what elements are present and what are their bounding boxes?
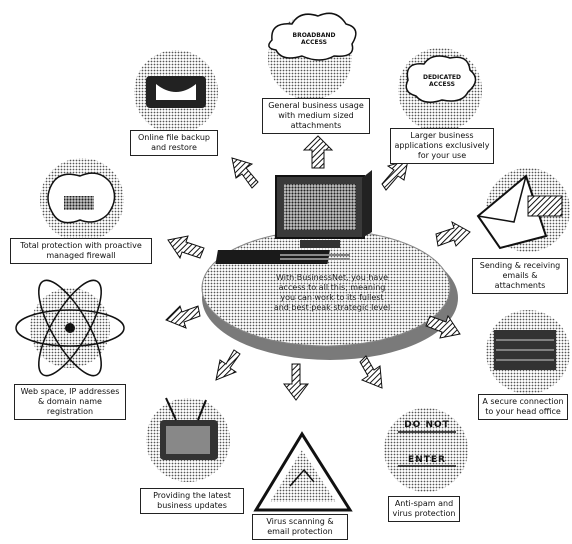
label-backup: Online file backup and restore	[130, 130, 218, 156]
label-broadband: General business usage with medium sized…	[262, 98, 370, 134]
label-webspace: Web space, IP addresses & domain name re…	[14, 384, 126, 420]
do-not-sign-text: DO NOT	[404, 420, 450, 430]
enter-sign-text: ENTER	[408, 455, 446, 465]
node-updates	[146, 397, 230, 482]
node-dedicated	[398, 48, 482, 132]
label-updates: Providing the latest business updates	[140, 488, 244, 514]
node-protect	[40, 158, 124, 242]
arrow-secure	[425, 314, 461, 339]
node-webspace	[15, 279, 125, 377]
arrow-protect	[167, 235, 205, 260]
label-protect: Total protection with proactive managed …	[10, 238, 152, 264]
arrow-webspace	[165, 305, 201, 329]
node-backup	[134, 50, 218, 134]
node-broadband	[268, 12, 357, 100]
label-secure: A secure connection to your head office	[478, 394, 568, 420]
node-secure	[486, 310, 570, 394]
node-email	[476, 168, 570, 252]
label-virus: Virus scanning & email protection	[252, 514, 348, 540]
arrows	[165, 135, 471, 401]
dedicated-bubble-text: DEDICATED ACCESS	[422, 74, 462, 88]
broadband-bubble-text: BROADBAND ACCESS	[292, 32, 336, 46]
computer-icon	[215, 170, 372, 264]
center-caption: With BusinessNet, you have access to all…	[273, 273, 391, 312]
node-nospam	[384, 408, 468, 492]
node-virus	[253, 431, 353, 512]
arrow-email	[435, 220, 471, 247]
label-email: Sending & receiving emails & attachments	[472, 258, 568, 294]
arrow-updates	[215, 349, 241, 381]
arrow-nospam	[359, 355, 383, 389]
label-nospam: Anti-spam and virus protection	[388, 496, 460, 522]
label-dedicated: Larger business applications exclusively…	[390, 128, 494, 164]
arrow-backup	[231, 157, 259, 189]
arrow-broadband	[302, 135, 334, 169]
arrow-dedicated	[381, 159, 409, 191]
arrow-virus	[283, 363, 309, 401]
